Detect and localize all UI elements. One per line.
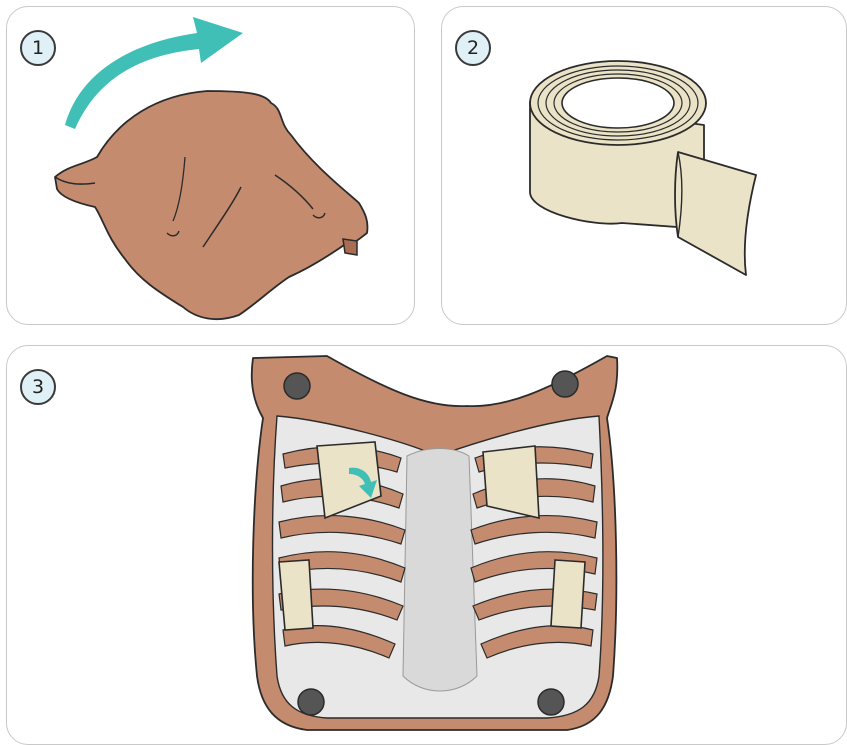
ribcage-illustration [7,346,847,745]
bolt-top-left [284,373,310,399]
bolt-bottom-right [538,689,564,715]
tape-strip [675,152,756,275]
sternum [403,449,477,692]
bolt-top-right [552,371,578,397]
bolt-bottom-left [298,689,324,715]
tape-patch-upper-right [483,446,539,518]
tape-patch-lower-right [551,560,585,628]
tape-roll-illustration [442,7,847,325]
chest-skin-illustration [7,7,415,325]
step-1-panel: 1 [6,6,415,325]
skin-tab [343,239,357,255]
step-3-panel: 3 [6,345,847,745]
tape-patch-lower-left [279,560,313,630]
step-2-panel: 2 [441,6,847,325]
skin-shell [55,91,368,319]
tape-roll-hole [562,78,674,128]
